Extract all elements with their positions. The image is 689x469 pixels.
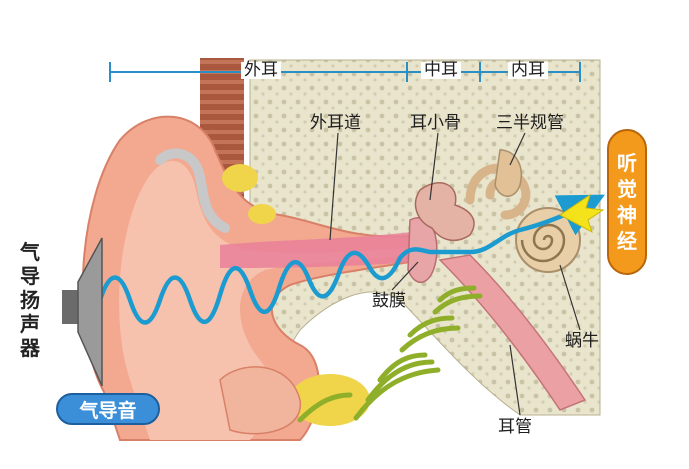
section-label-outer: 外耳 (241, 62, 281, 79)
auricle-fold (155, 148, 230, 233)
auditory-nerve-char: 觉 (617, 177, 637, 201)
section-bracket (109, 62, 581, 82)
bone-waves (297, 285, 483, 423)
air-conduction-badge: 气导音 (56, 393, 160, 425)
speaker-label-char: 扬 (20, 288, 40, 312)
vestibule (494, 149, 522, 197)
speaker-label-char: 器 (20, 336, 40, 360)
label-eustachian-tube: 耳管 (498, 417, 532, 437)
lower-lobe (219, 366, 301, 435)
label-ossicles: 耳小骨 (410, 113, 461, 133)
section-label-middle: 中耳 (421, 62, 461, 79)
speaker-label-char: 气 (20, 240, 40, 264)
auditory-nerve-badge: 听 觉 神 经 (607, 129, 647, 275)
leader-lines (329, 132, 581, 416)
fat-yellow-1 (222, 164, 258, 192)
speaker-label-char: 导 (20, 264, 40, 288)
label-cochlea: 蜗牛 (565, 331, 599, 351)
section-label-inner: 内耳 (508, 62, 548, 79)
label-semicircular-canals: 三半规管 (496, 113, 564, 133)
auditory-nerve-char: 经 (617, 229, 637, 253)
label-ear-canal: 外耳道 (310, 113, 361, 133)
fat-yellow-2 (248, 204, 276, 224)
auditory-nerve-char: 神 (617, 203, 637, 227)
auricle-inner (119, 160, 407, 441)
auditory-nerve-char: 听 (617, 151, 637, 175)
speaker-label-char: 声 (20, 312, 40, 336)
label-eardrum: 鼓膜 (372, 291, 406, 311)
air-wave (97, 194, 605, 325)
cochlea-spiral (520, 223, 566, 263)
speaker-label: 气 导 扬 声 器 (18, 240, 42, 360)
nerve-arrow (559, 193, 605, 234)
speaker-icon (62, 237, 103, 387)
